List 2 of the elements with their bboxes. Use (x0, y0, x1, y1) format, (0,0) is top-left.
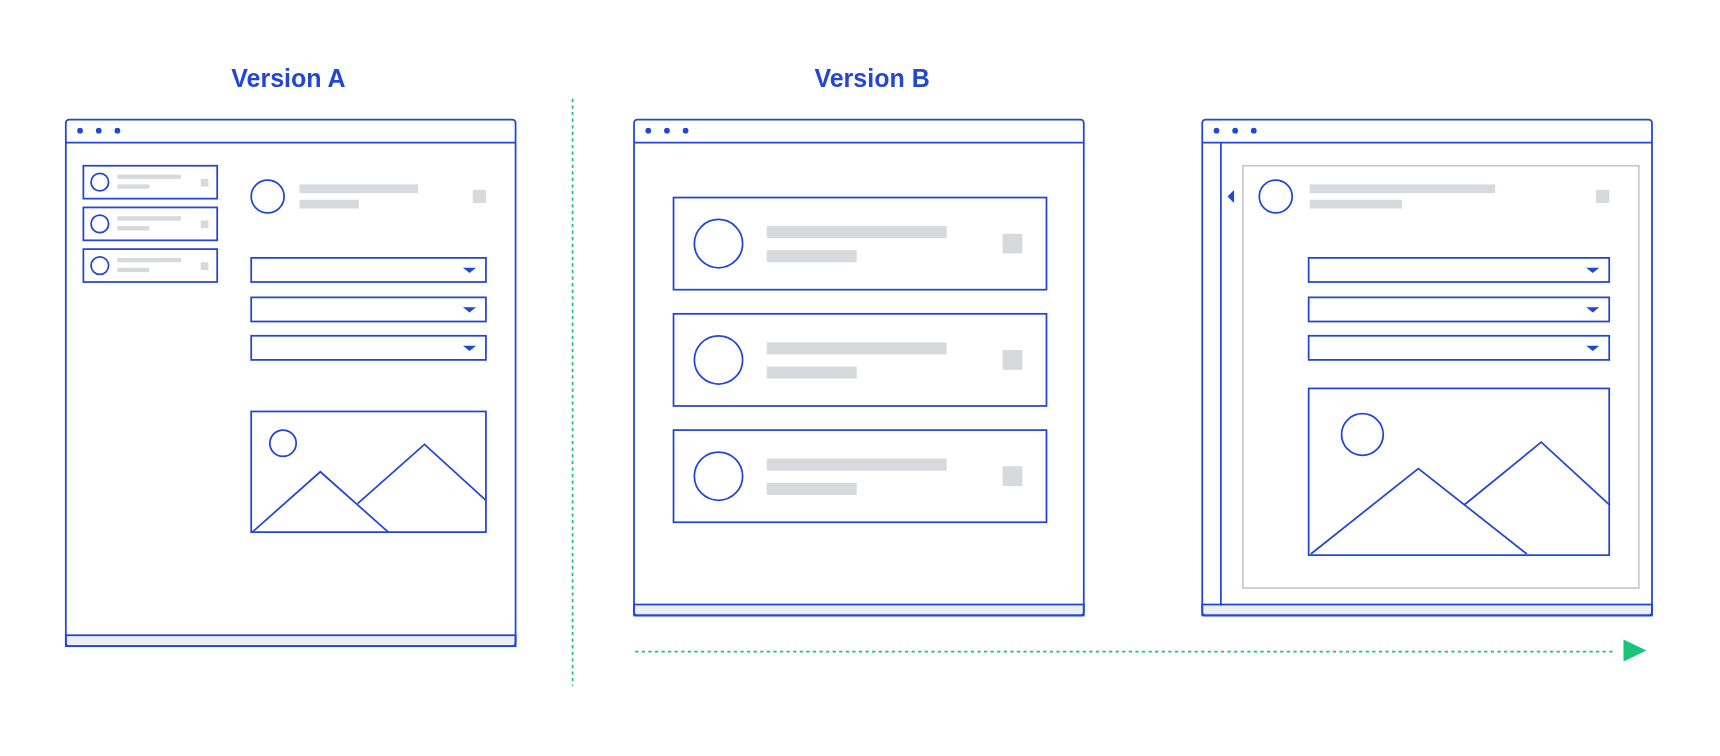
version-heading: Version B (814, 63, 930, 93)
version-heading: Version A (231, 63, 346, 93)
